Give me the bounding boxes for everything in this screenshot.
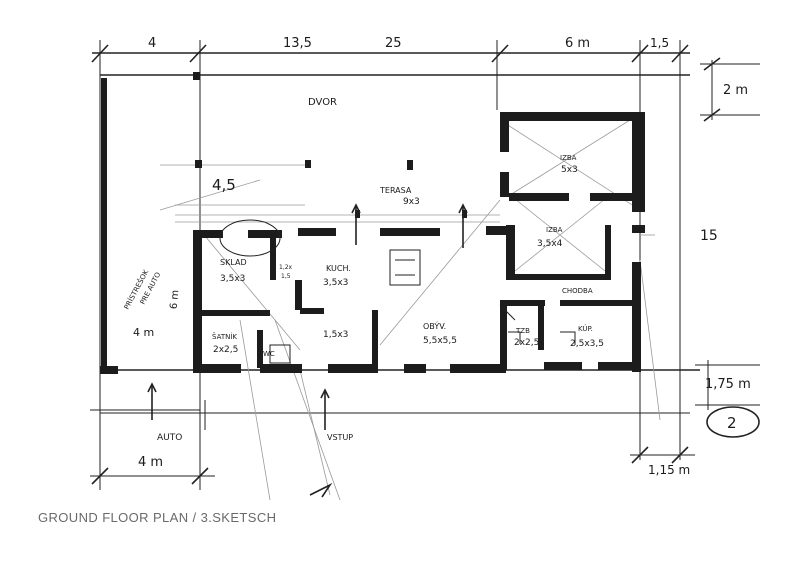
arrows [147, 203, 468, 498]
room-izba-1: IZBA [560, 154, 577, 162]
room-wc: WC [263, 350, 275, 358]
dim-top-c: 25 [385, 36, 402, 51]
room-tzb: TZB [515, 327, 530, 335]
labels: 4 13,5 25 6 m 1,5 2 m 15 1,75 m 4 m 1,15… [122, 36, 751, 477]
dim-right-a: 2 m [723, 83, 748, 98]
label-vstup: VSTUP [327, 433, 353, 442]
room-tzb-size: 2x2,5 [514, 338, 539, 348]
room-satnik: ŠATNÍK [212, 332, 237, 341]
room-small: 1,2x [279, 264, 293, 271]
dim-top-a: 4 [148, 36, 156, 51]
room-kup-size: 2,5x3,5 [570, 339, 604, 349]
dim-bottom-right: 1,15 m [648, 463, 690, 477]
room-izba-2: IZBA [546, 226, 563, 234]
room-sklad-size: 3,5x3 [220, 274, 245, 284]
dim-right-b: 15 [700, 228, 718, 244]
dim-right-c: 1,75 m [705, 377, 751, 392]
room-satnik-size: 2x2,5 [213, 345, 238, 355]
room-kuch-size: 3,5x3 [323, 278, 348, 288]
room-terasa-size: 9x3 [403, 197, 420, 207]
dim-left-b: 6 m [169, 289, 182, 309]
dim-top-d: 6 m [565, 36, 590, 51]
room-dvor: DVOR [308, 97, 337, 108]
sheet-number-circle [706, 406, 760, 438]
furniture [204, 219, 576, 430]
label-dim-4-5: 4,5 [212, 176, 236, 194]
room-kuch: KUCH. [326, 264, 351, 273]
building-walls [193, 112, 645, 373]
columns [193, 72, 467, 218]
room-small-size: 1,5 [281, 273, 291, 280]
sheet-number: 2 [727, 414, 737, 432]
dim-left-a: 4 m [133, 326, 154, 339]
dim-top-b: 13,5 [283, 36, 312, 51]
plan-caption: GROUND FLOOR PLAN / 3.SKETSCH [38, 510, 277, 525]
yard-wall-left [101, 78, 107, 370]
label-auto: AUTO [157, 433, 182, 443]
room-obyv: OBÝV. [423, 320, 446, 331]
room-sklad: SKLAD [220, 258, 247, 267]
room-hall-size: 1,5x3 [323, 330, 348, 340]
room-kup: KÚP. [578, 324, 593, 333]
room-chodba: CHODBA [562, 287, 593, 295]
dim-top-e: 1,5 [650, 36, 669, 50]
room-terasa: TERASA [379, 186, 412, 195]
room-izba-1-size: 5x3 [561, 165, 578, 175]
dim-bottom-left: 4 m [138, 455, 163, 470]
dimension-lines [90, 40, 760, 490]
room-obyv-size: 5,5x5,5 [423, 336, 457, 346]
room-izba-2-size: 3,5x4 [537, 239, 563, 249]
